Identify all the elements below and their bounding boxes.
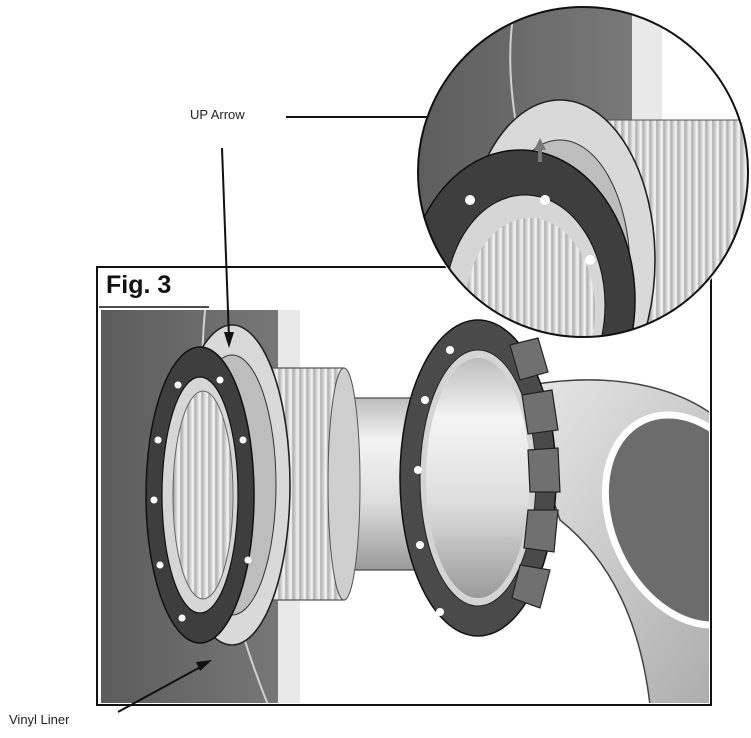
lock-ring — [399, 319, 561, 637]
elbow-pipe — [514, 379, 709, 703]
up-arrow-marker — [534, 138, 546, 162]
vinyl-liner-label: Vinyl Liner — [9, 712, 70, 727]
figure-panel — [96, 266, 712, 706]
up-arrow-label: UP Arrow — [190, 107, 245, 122]
callout-lines — [117, 116, 428, 713]
gasket — [145, 346, 255, 644]
figure-title: Fig. 3 — [106, 271, 172, 299]
